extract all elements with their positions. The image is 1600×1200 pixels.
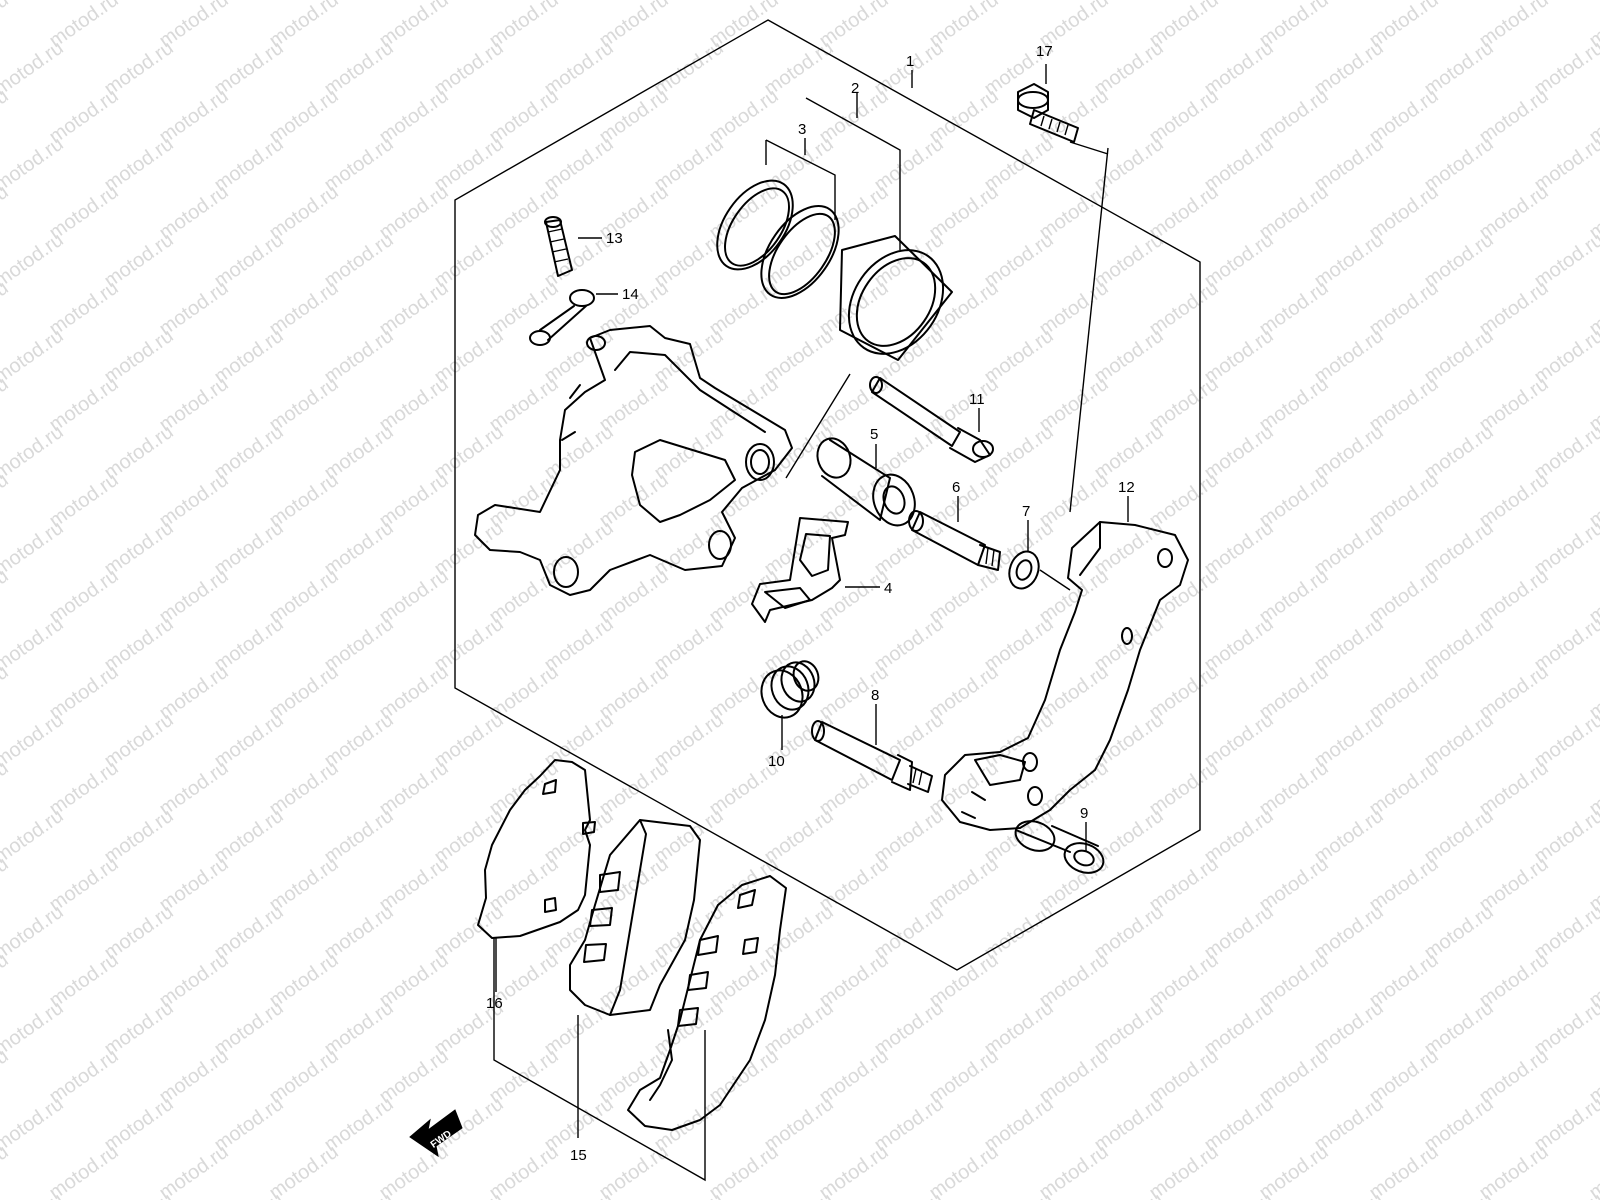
leader-lines — [495, 64, 1129, 1138]
watermark-text: motod.ru — [1475, 1141, 1552, 1200]
callout-15: 15 — [570, 1147, 587, 1164]
shim-16[interactable] — [477, 759, 596, 939]
watermark-text: motod.ru — [155, 1141, 232, 1200]
watermark-text: motod.ru — [210, 1189, 287, 1200]
watermark-text: motod.ru — [0, 709, 68, 772]
caliper-bracket-12[interactable] — [941, 521, 1189, 831]
watermark-text: motod.ru — [1090, 1189, 1167, 1200]
bleeder-screw-13[interactable] — [544, 216, 573, 277]
watermark-text: motod.ru — [1035, 1141, 1112, 1200]
callout-14: 14 — [622, 286, 639, 303]
watermark-text: motod.ru — [1255, 1141, 1332, 1200]
callout-labels: 1 2 3 4 5 6 7 8 9 10 11 12 13 14 15 16 1… — [486, 43, 1135, 1164]
collar-9[interactable] — [1011, 816, 1107, 878]
callout-8: 8 — [871, 687, 879, 704]
watermark-text: motod.ru — [375, 1141, 452, 1200]
piston-seal-3[interactable] — [702, 167, 809, 283]
callout-1: 1 — [906, 53, 914, 70]
watermark-text: motod.ru — [1145, 1141, 1222, 1200]
watermark-text: motod.ru — [540, 1189, 617, 1200]
watermark-text: motod.ru — [0, 325, 68, 388]
dust-seal-3[interactable] — [746, 192, 855, 312]
callout-5: 5 — [870, 426, 878, 443]
watermark-text: motod.ru — [815, 1141, 892, 1200]
washer-7[interactable] — [1004, 547, 1043, 592]
callout-17: 17 — [1036, 43, 1053, 60]
watermark-text: motod.ru — [45, 1141, 122, 1200]
slide-pin-8[interactable] — [811, 720, 933, 793]
watermark-text: motod.ru — [0, 1093, 68, 1156]
bolt-17[interactable] — [1017, 83, 1079, 143]
watermark-text: motod.ru — [0, 133, 68, 196]
piston-2[interactable] — [829, 232, 962, 372]
callout-13: 13 — [606, 230, 623, 247]
watermark-text: motod.ru — [430, 1189, 507, 1200]
slide-pin-11[interactable] — [869, 376, 994, 463]
callout-7: 7 — [1022, 503, 1030, 520]
callout-11: 11 — [969, 391, 985, 408]
assembly-line-caliper — [785, 147, 1109, 591]
watermark-text: motod.ru — [760, 1189, 837, 1200]
pad-spring-4[interactable] — [751, 517, 849, 623]
watermark-text: motod.ru — [0, 901, 68, 964]
watermark-text: motod.ru — [1200, 1189, 1277, 1200]
callout-6: 6 — [952, 479, 960, 496]
watermark-text: motod.ru — [1310, 1189, 1387, 1200]
watermark-text: motod.ru — [265, 1141, 342, 1200]
watermark-text: motod.ru — [0, 805, 68, 868]
watermark-text: motod.ru — [870, 1189, 947, 1200]
watermark-text: motod.ru — [595, 1141, 672, 1200]
caliper-body[interactable] — [474, 325, 793, 596]
callout-9: 9 — [1080, 805, 1088, 822]
bushing-5[interactable] — [812, 434, 922, 532]
watermark-text: motod.ru — [0, 229, 68, 292]
watermark-text: motod.ru — [0, 421, 68, 484]
assembly-outline — [454, 19, 1201, 971]
watermark-text: motod.ru — [980, 1189, 1057, 1200]
callout-2: 2 — [851, 80, 859, 97]
pin-6[interactable] — [908, 510, 1001, 571]
watermark-text: motod.ru — [0, 613, 68, 676]
boot-10[interactable] — [755, 658, 822, 724]
watermark-text: motod.ru — [1420, 1189, 1497, 1200]
watermark-text: motod.ru — [705, 1141, 782, 1200]
watermark-text: motod.ru — [650, 1189, 727, 1200]
watermark-text: motod.ru — [0, 37, 68, 100]
bleeder-cap-14[interactable] — [529, 289, 595, 346]
callout-4: 4 — [884, 580, 892, 597]
watermark-text: motod.ru — [320, 1189, 397, 1200]
watermark-text: motod.ru — [1365, 1141, 1442, 1200]
watermark-text: motod.ru — [0, 997, 68, 1060]
callout-16: 16 — [486, 995, 503, 1012]
brake-pad-15-outer[interactable] — [627, 875, 787, 1131]
callout-12: 12 — [1118, 479, 1135, 496]
forward-arrow: FWD — [409, 1109, 463, 1158]
watermark-text: motod.ru — [925, 1141, 1002, 1200]
pads-group-bracket — [493, 937, 706, 1182]
callout-10: 10 — [768, 753, 785, 770]
watermark-text: motod.ru — [0, 517, 68, 580]
watermark-text: motod.ru — [485, 1141, 562, 1200]
watermark-text: motod.ru — [100, 1189, 177, 1200]
brake-pad-15-inner[interactable] — [569, 819, 701, 1016]
callout-3: 3 — [798, 121, 806, 138]
watermark-text: motod.ru — [0, 0, 13, 52]
